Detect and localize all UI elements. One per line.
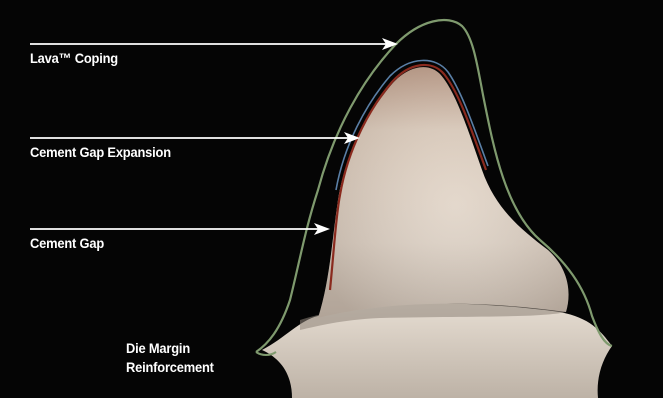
label-lava-coping: Lava™ Coping: [30, 49, 118, 68]
label-die-margin-line2: Reinforcement: [126, 358, 214, 377]
label-cement-gap: Cement Gap: [30, 234, 104, 253]
label-die-margin-reinforcement: Die Margin Reinforcement: [126, 339, 214, 377]
label-cement-gap-expansion: Cement Gap Expansion: [30, 143, 171, 162]
label-die-margin-line1: Die Margin: [126, 339, 214, 358]
